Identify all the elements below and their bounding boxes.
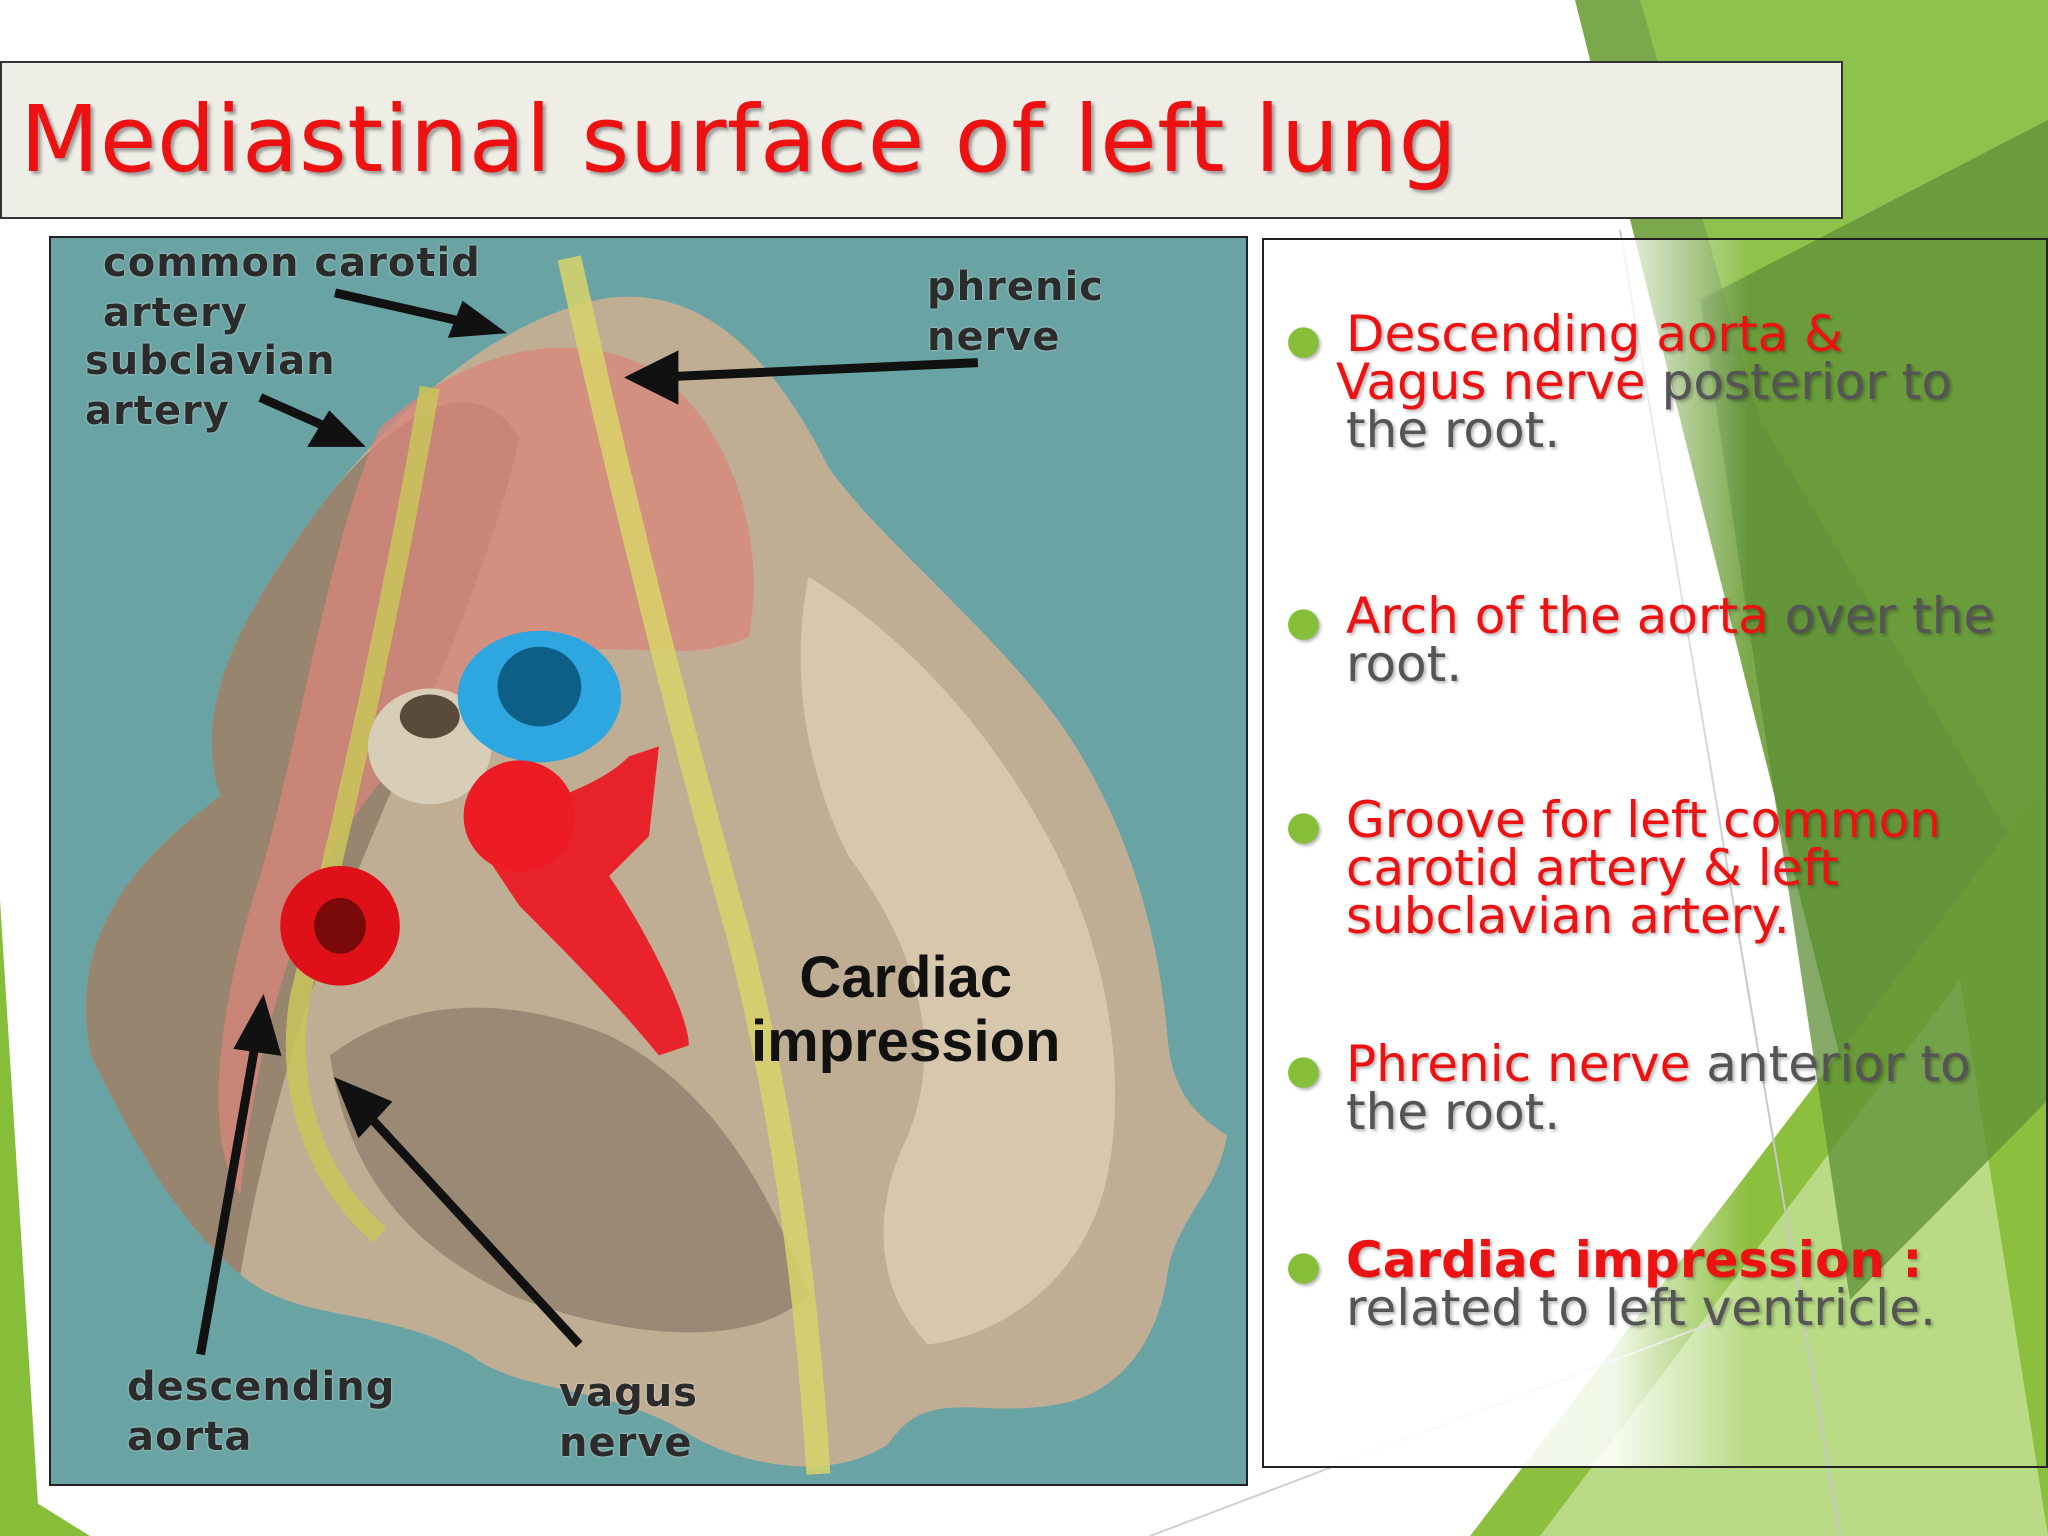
note-item-1: ● Descending aorta & Vagus nerve posteri… [1286,309,2046,455]
note-2-rest: over the root. [1346,587,1995,693]
note-5-highlight: Cardiac impression : [1346,1231,1923,1289]
note-item-3: ● Groove for left common carotid artery … [1286,795,2046,941]
bronchus-lumen [399,694,460,739]
bullet-dot-icon: ● [1286,317,1321,363]
note-4-highlight: Phrenic nerve [1346,1035,1691,1093]
descending-aorta-lumen [314,897,366,954]
label-descending-aorta: descending aorta [127,1364,396,1460]
label-vagus-nerve: vagus nerve [559,1370,698,1466]
arrow-phrenic [648,358,979,383]
arrow-descending-aorta [196,1014,265,1356]
pulmonary-vein-lumen [497,646,582,727]
arrow-vagus [346,1092,583,1348]
note-5-rest: related to left ventricle. [1346,1279,1936,1337]
label-subclavian-artery: subclavian artery [85,338,336,434]
note-item-4: ● Phrenic nerve anterior to the root. [1286,1039,2046,1137]
note-1-rest: posterior to the root. [1346,353,1953,459]
note-1-highlight-2: Vagus nerve [1336,353,1646,411]
bullet-dot-icon: ● [1286,1243,1321,1289]
notes-panel: ● Descending aorta & Vagus nerve posteri… [1262,238,2048,1468]
label-phrenic-nerve: phrenic nerve [927,264,1104,360]
note-item-2: ● Arch of the aorta over the root. [1286,591,2046,689]
label-cardiac-impression: Cardiac impression [751,945,1061,1074]
note-2-highlight: Arch of the aorta [1346,587,1769,645]
phrenic-nerve-line [557,255,831,1475]
note-3-highlight: Groove for left common carotid artery & … [1346,791,1941,945]
bullet-dot-icon: ● [1286,1047,1321,1093]
label-common-carotid-artery: common carotid artery [103,240,481,336]
pulmonary-artery-ring [463,760,576,872]
green-shape-left [0,900,40,1536]
bullet-dot-icon: ● [1286,599,1321,645]
lung-shading-right [800,576,1116,1345]
title-bar: Mediastinal surface of left lung [0,61,1843,219]
pink-region [218,347,754,1195]
note-item-5: ● Cardiac impression : related to left v… [1286,1235,2046,1333]
bronchus [367,688,492,805]
slide-title: Mediastinal surface of left lung [20,86,1458,193]
lung-specimen-image [51,238,1246,1484]
note-4-rest: anterior to the root. [1346,1035,1971,1141]
green-shape-bottom-left [0,1480,90,1536]
bullet-dot-icon: ● [1286,803,1321,849]
lung-figure: common carotid artery subclavian artery … [49,236,1248,1486]
note-1-highlight: Descending aorta & [1346,305,1844,363]
lung-lower-shadow [330,1007,809,1333]
